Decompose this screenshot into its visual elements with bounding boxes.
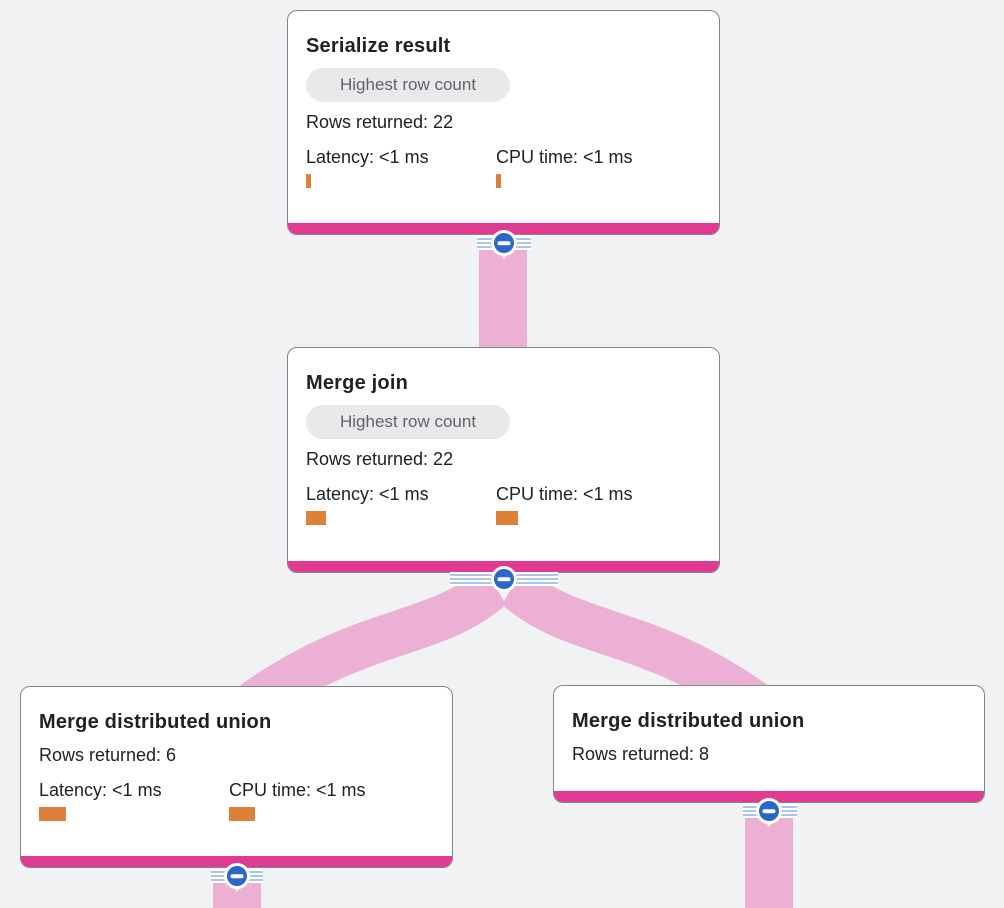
latency-label: Latency: <1 ms [39, 780, 162, 800]
node-title: Merge distributed union [572, 710, 805, 732]
latency-metric: Latency: <1 ms [306, 146, 496, 188]
latency-bar [306, 174, 311, 188]
latency-label: Latency: <1 ms [306, 147, 429, 167]
plan-node-merge-join[interactable]: Merge join Highest row count Rows return… [287, 347, 720, 573]
edge-mergejoin-to-left-union [236, 567, 511, 725]
collapse-button-merge-distributed-union-right[interactable] [756, 798, 782, 824]
cpu-time-bar [496, 174, 501, 188]
rows-returned-label: Rows returned: 8 [572, 744, 710, 764]
cpu-time-metric: CPU time: <1 ms [496, 483, 633, 525]
plan-node-merge-distributed-union-left[interactable]: Merge distributed union Rows returned: 6… [20, 686, 453, 868]
collapse-button-merge-join[interactable] [491, 566, 517, 592]
cpu-time-label: CPU time: <1 ms [496, 484, 633, 504]
metrics-row: Latency: <1 ms CPU time: <1 ms [306, 146, 701, 188]
metrics-row: Latency: <1 ms CPU time: <1 ms [39, 779, 434, 821]
collapse-button-merge-distributed-union-left[interactable] [224, 863, 250, 889]
minus-icon [497, 241, 511, 245]
node-accent-bar [288, 223, 719, 234]
node-accent-bar [21, 856, 452, 867]
cpu-time-metric: CPU time: <1 ms [496, 146, 633, 188]
rows-returned-label: Rows returned: 22 [306, 112, 454, 132]
edge-serialize-to-mergejoin [479, 246, 527, 354]
node-title: Merge distributed union [39, 711, 272, 733]
collapse-button-serialize-result[interactable] [491, 230, 517, 256]
highest-row-count-badge: Highest row count [306, 68, 511, 102]
cpu-time-label: CPU time: <1 ms [229, 780, 366, 800]
latency-label: Latency: <1 ms [306, 484, 429, 504]
metrics-row: Latency: <1 ms CPU time: <1 ms [306, 483, 701, 525]
minus-icon [497, 577, 511, 581]
node-accent-bar [554, 791, 984, 802]
node-title: Merge join [306, 372, 409, 394]
rows-returned-label: Rows returned: 6 [39, 745, 177, 765]
cpu-time-metric: CPU time: <1 ms [229, 779, 366, 821]
latency-bar [39, 807, 66, 821]
cpu-time-bar [229, 807, 255, 821]
plan-node-merge-distributed-union-right[interactable]: Merge distributed union Rows returned: 8 [553, 685, 985, 803]
minus-icon [762, 809, 776, 813]
edge-mergejoin-to-right-union [497, 567, 772, 725]
plan-node-serialize-result[interactable]: Serialize result Highest row count Rows … [287, 10, 720, 235]
minus-icon [230, 874, 244, 878]
cpu-time-bar [496, 511, 518, 525]
latency-metric: Latency: <1 ms [39, 779, 229, 821]
cpu-time-label: CPU time: <1 ms [496, 147, 633, 167]
latency-bar [306, 511, 326, 525]
node-title: Serialize result [306, 35, 451, 57]
latency-metric: Latency: <1 ms [306, 483, 496, 525]
rows-returned-label: Rows returned: 22 [306, 449, 454, 469]
highest-row-count-badge: Highest row count [306, 405, 511, 439]
